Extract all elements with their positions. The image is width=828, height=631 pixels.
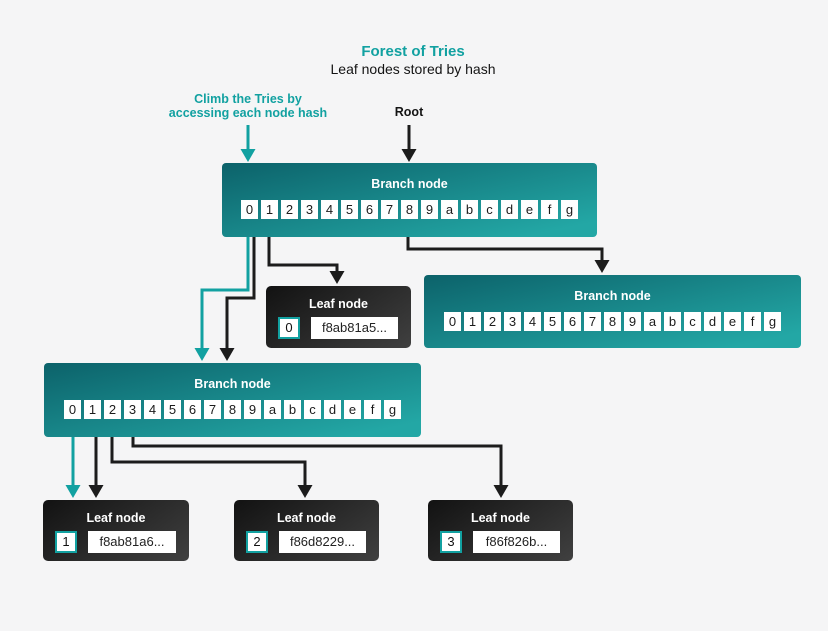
leaf-node-root: Leaf node 0 f8ab81a5... <box>266 286 411 348</box>
leaf-node-1: Leaf node 1 f8ab81a6... <box>43 500 189 561</box>
branch-cell: 2 <box>104 400 121 419</box>
connector-top-cell0-to-mid-branch-black <box>219 237 256 361</box>
branch-cell: b <box>284 400 301 419</box>
branch-cell: g <box>384 400 401 419</box>
branch-cell: d <box>324 400 341 419</box>
branch-cell: f <box>541 200 558 219</box>
branch-cell: 7 <box>584 312 601 331</box>
branch-cell: 3 <box>124 400 141 419</box>
branch-cell: 7 <box>381 200 398 219</box>
branch-cell: 4 <box>321 200 338 219</box>
branch-cell: 2 <box>484 312 501 331</box>
leaf-node-3-index-cell: 3 <box>440 531 462 553</box>
branch-cell: 5 <box>341 200 358 219</box>
leaf-node-2-row: 2 f86d8229... <box>246 531 366 553</box>
leaf-node-3-hash: f86f826b... <box>473 531 560 553</box>
branch-cell: 2 <box>281 200 298 219</box>
leaf-node-2-index-cell: 2 <box>246 531 268 553</box>
branch-cell: 9 <box>244 400 261 419</box>
branch-cell: f <box>364 400 381 419</box>
branch-node-right-title: Branch node <box>574 289 651 303</box>
branch-cell: 5 <box>544 312 561 331</box>
branch-cell: 6 <box>361 200 378 219</box>
arrow-climb-into-top-branch <box>240 125 256 162</box>
branch-cell: 0 <box>241 200 258 219</box>
branch-cell: 1 <box>261 200 278 219</box>
branch-cell: c <box>684 312 701 331</box>
leaf-node-root-hash: f8ab81a5... <box>311 317 398 339</box>
page-subtitle: Leaf nodes stored by hash <box>330 61 496 77</box>
branch-cell: g <box>764 312 781 331</box>
leaf-node-root-index-cell: 0 <box>278 317 300 339</box>
branch-cell: f <box>744 312 761 331</box>
branch-node-top-title: Branch node <box>371 177 448 191</box>
branch-cell: 6 <box>564 312 581 331</box>
leaf-node-1-index-cell: 1 <box>55 531 77 553</box>
branch-cell: 0 <box>64 400 81 419</box>
branch-cell: 8 <box>604 312 621 331</box>
branch-cell: d <box>501 200 518 219</box>
branch-cell: a <box>644 312 661 331</box>
branch-cell: e <box>724 312 741 331</box>
connector-mid-cell3-to-leaf3 <box>131 437 509 498</box>
branch-cell: 4 <box>144 400 161 419</box>
leaf-node-1-title: Leaf node <box>86 511 146 525</box>
leaf-node-3: Leaf node 3 f86f826b... <box>428 500 573 561</box>
arrow-root-into-top-branch <box>401 125 417 162</box>
branch-cell: 4 <box>524 312 541 331</box>
branch-cell: d <box>704 312 721 331</box>
connector-mid-cell0-to-leaf1-teal <box>65 437 81 498</box>
leaf-node-root-row: 0 f8ab81a5... <box>278 317 398 339</box>
branch-cell: g <box>561 200 578 219</box>
branch-cell: e <box>344 400 361 419</box>
branch-cell: b <box>461 200 478 219</box>
connector-mid-cell1-to-leaf1 <box>88 437 104 498</box>
branch-cell: a <box>441 200 458 219</box>
leaf-node-3-row: 3 f86f826b... <box>440 531 560 553</box>
climb-annotation: Climb the Tries by accessing each node h… <box>169 92 327 120</box>
branch-cell: 9 <box>421 200 438 219</box>
leaf-node-1-row: 1 f8ab81a6... <box>55 531 176 553</box>
connector-top-cell8-to-right-branch <box>406 237 610 273</box>
branch-cell: 0 <box>444 312 461 331</box>
branch-cell: 3 <box>504 312 521 331</box>
branch-node-mid-title: Branch node <box>194 377 271 391</box>
leaf-node-3-title: Leaf node <box>470 511 531 525</box>
branch-cell: 1 <box>464 312 481 331</box>
climb-annotation-line2: accessing each node hash <box>168 106 328 120</box>
leaf-node-1-hash: f8ab81a6... <box>88 531 176 553</box>
branch-cell: 7 <box>204 400 221 419</box>
leaf-node-2: Leaf node 2 f86d8229... <box>234 500 379 561</box>
page-title: Forest of Tries <box>361 43 465 60</box>
connector-top-cell1-to-leaf-root <box>267 237 345 284</box>
branch-cell: 8 <box>224 400 241 419</box>
connector-top-cell0-to-mid-branch-teal <box>194 237 250 361</box>
leaf-node-root-title: Leaf node <box>308 297 369 311</box>
branch-cell: 1 <box>84 400 101 419</box>
leaf-node-2-hash: f86d8229... <box>279 531 366 553</box>
branch-cell: 8 <box>401 200 418 219</box>
climb-annotation-line1: Climb the Tries by <box>194 92 302 106</box>
branch-cell: 9 <box>624 312 641 331</box>
branch-cell: 6 <box>184 400 201 419</box>
connector-mid-cell2-to-leaf2 <box>110 437 313 498</box>
root-annotation: Root <box>394 105 424 119</box>
branch-cell: b <box>664 312 681 331</box>
branch-cell: c <box>304 400 321 419</box>
branch-cell: 3 <box>301 200 318 219</box>
leaf-node-2-title: Leaf node <box>276 511 337 525</box>
branch-cell: a <box>264 400 281 419</box>
branch-cell: c <box>481 200 498 219</box>
branch-cell: 5 <box>164 400 181 419</box>
branch-cell: e <box>521 200 538 219</box>
